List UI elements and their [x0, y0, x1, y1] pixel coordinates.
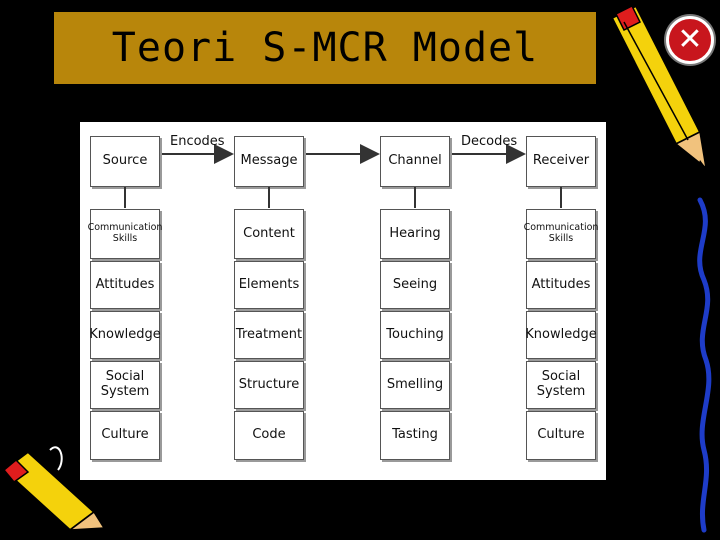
message-item-code: Code: [234, 411, 304, 460]
slide-title: Teori S-MCR Model: [111, 25, 539, 71]
source-item-culture: Culture: [90, 411, 160, 460]
title-bar: Teori S-MCR Model: [54, 12, 596, 84]
channel-item-seeing: Seeing: [380, 261, 450, 309]
receiver-item-knowledge: Knowledge: [525, 311, 597, 359]
receiver-item-communication-skills: Communication Skills: [524, 209, 598, 259]
channel-item-hearing: Hearing: [380, 209, 450, 259]
encodes-label: Encodes: [170, 134, 225, 149]
message-item-content: Content: [234, 209, 304, 259]
connector: [268, 187, 270, 208]
close-icon: ✕: [677, 22, 703, 57]
source-item-knowledge: Knowledge: [89, 311, 161, 359]
channel-item-touching: Touching: [380, 311, 450, 359]
connector: [414, 187, 416, 208]
connector: [560, 187, 562, 208]
message-header: Message: [234, 136, 304, 187]
receiver-item-attitudes: Attitudes: [526, 261, 596, 309]
arrow-connectors: [160, 144, 526, 164]
close-button[interactable]: ✕: [666, 16, 714, 64]
message-item-structure: Structure: [234, 361, 304, 409]
scribble-line-right: [697, 197, 712, 533]
message-item-elements: Elements: [234, 261, 304, 309]
source-header: Source: [90, 136, 160, 187]
connector: [124, 187, 126, 208]
smcr-diagram: Encodes Decodes Source Communication Ski…: [80, 122, 606, 480]
source-item-communication-skills: Communication Skills: [88, 209, 162, 259]
channel-item-smelling: Smelling: [380, 361, 450, 409]
source-item-attitudes: Attitudes: [90, 261, 160, 309]
decodes-label: Decodes: [461, 134, 518, 149]
receiver-item-culture: Culture: [526, 411, 596, 460]
receiver-header: Receiver: [526, 136, 596, 187]
channel-header: Channel: [380, 136, 450, 187]
receiver-item-social-system: Social System: [526, 361, 596, 409]
channel-item-tasting: Tasting: [380, 411, 450, 460]
source-item-social-system: Social System: [90, 361, 160, 409]
message-item-treatment: Treatment: [234, 311, 304, 359]
